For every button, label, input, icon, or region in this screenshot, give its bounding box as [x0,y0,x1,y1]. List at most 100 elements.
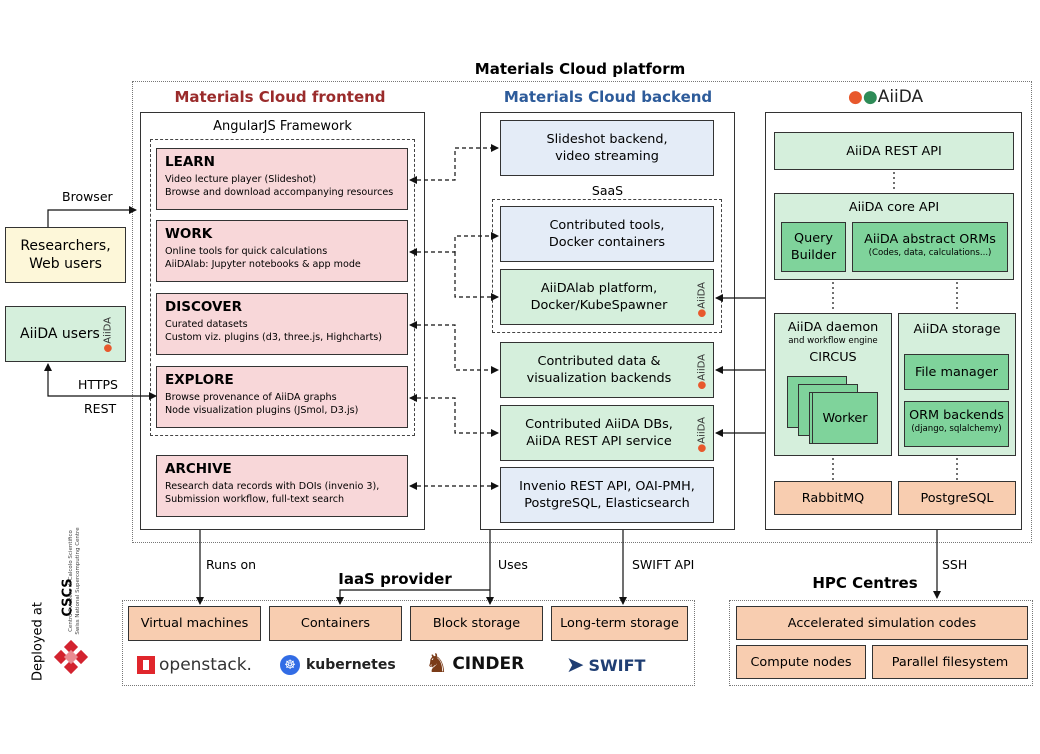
learn-line-2: Browse and download accompanying resourc… [165,187,394,198]
file-manager-label: File manager [915,364,998,380]
block-storage-label: Block storage [432,616,521,631]
saas-label: SaaS [591,183,624,198]
discover-data-link [409,321,499,374]
contributed-data-label: Contributed data & visualization backend… [526,354,672,386]
iaas-title: IaaS provider [338,570,452,588]
work-section[interactable]: WORK Online tools for quick calculations… [156,220,408,282]
swift-api-label: SWIFT API [632,557,695,572]
compute-nodes-box[interactable]: Compute nodes [736,645,866,679]
aiida-logo-text: AiiDA [877,87,924,107]
openstack-icon [137,656,155,674]
https-arrow [44,363,157,400]
learn-slideshot-link [409,144,499,184]
slideshot-box[interactable]: Slideshot backend, video streaming [500,120,714,176]
aiida-logo-icon: ● [848,87,863,107]
circus-label: CIRCUS [809,350,857,365]
containers-label: Containers [300,616,371,631]
slideshot-label: Slideshot backend, video streaming [546,132,668,164]
work-line-2: AiiDAlab: Jupyter notebooks & app mode [165,259,361,270]
platform-container [132,81,1032,543]
archive-section[interactable]: ARCHIVE Research data records with DOIs … [156,455,408,517]
uses-arrow-containers [336,589,490,605]
framework-label: AngularJS Framework [213,119,352,134]
aiida-logo: ●●AiiDA [848,87,924,107]
explore-line-1: Browse provenance of AiiDA graphs [165,392,337,403]
contributed-dbs-box[interactable]: Contributed AiiDA DBs, AiiDA REST API se… [500,405,714,461]
archive-line-1: Research data records with DOIs (invenio… [165,481,380,492]
uses-label: Uses [498,557,528,572]
aiida-storage-label: AiiDA storage [913,322,1001,337]
virtual-machines-label: Virtual machines [140,616,249,631]
filesystem-box[interactable]: Parallel filesystem [872,645,1028,679]
openstack-logo: openstack. [137,652,262,678]
researchers-box[interactable]: Researchers, Web users [5,227,126,283]
file-manager-box[interactable]: File manager [904,354,1009,390]
hpc-container [729,600,1033,686]
contributed-tools-label: Contributed tools, Docker containers [548,218,666,250]
explore-line-2: Node visualization plugins (JSmol, D3.js… [165,405,359,416]
ssh-label: SSH [942,557,968,572]
rabbitmq-box[interactable]: RabbitMQ [774,481,892,515]
aiida-users-label: AiiDA users [20,326,100,342]
aiida-rest-api-label: AiiDA REST API [846,143,942,159]
abstract-orms-sub: (Codes, data, calculations...) [868,248,992,258]
kubernetes-text: kubernetes [306,657,396,673]
invenio-box[interactable]: Invenio REST API, OAI-PMH, PostgreSQL, E… [500,467,714,523]
hpc-title: HPC Centres [812,574,918,592]
researchers-label: Researchers, Web users [20,238,111,272]
explore-dbs-link [409,394,499,437]
learn-line-1: Video lecture player (Slideshot) [165,174,317,185]
work-title: WORK [165,226,213,242]
containers-box[interactable]: Containers [269,606,402,641]
iaas-container [122,600,695,686]
abstract-orms-box[interactable]: AiiDA abstract ORMs (Codes, data, calcul… [852,222,1008,272]
platform-title: Materials Cloud platform [474,60,686,78]
rest-label: REST [84,401,117,416]
accelerated-box[interactable]: Accelerated simulation codes [736,606,1028,640]
aiida-core-api-label: AiiDA core API [848,200,940,215]
cscs-logo-icon [52,639,92,680]
invenio-label: Invenio REST API, OAI-PMH, PostgreSQL, E… [519,479,695,511]
accelerated-label: Accelerated simulation codes [787,615,977,631]
worker-label: Worker [822,410,868,426]
worker-box[interactable]: Worker [812,392,878,444]
work-aiidalab-link [454,252,499,301]
saas-box [492,199,722,333]
long-term-storage-label: Long-term storage [560,616,679,631]
learn-section[interactable]: LEARN Video lecture player (Slideshot) B… [156,148,408,210]
discover-line-1: Curated datasets [165,319,248,330]
postgresql-label: PostgreSQL [920,490,994,506]
rabbitmq-label: RabbitMQ [801,490,865,506]
kubernetes-logo: ☸ kubernetes [280,652,400,678]
cinder-logo: ♞ CINDER [425,648,535,680]
explore-section[interactable]: EXPLORE Browse provenance of AiiDA graph… [156,366,408,428]
framework-box [150,139,415,436]
runs-on-label: Runs on [206,557,257,572]
long-term-storage-box[interactable]: Long-term storage [551,606,688,641]
kubernetes-icon: ☸ [280,655,300,675]
aiida-rest-api-box[interactable]: AiiDA REST API [774,132,1014,170]
query-builder-label: Query Builder [790,231,837,263]
aiida-users-box[interactable]: AiiDA users ●AiiDA [5,306,126,362]
archive-title: ARCHIVE [165,461,232,477]
work-tools-link [409,232,499,256]
cinder-text: CINDER [452,654,525,674]
discover-line-2: Custom viz. plugins (d3, three.js, Highc… [165,332,382,343]
contributed-data-box[interactable]: Contributed data & visualization backend… [500,342,714,398]
browser-arrow [47,206,137,227]
filesystem-label: Parallel filesystem [891,654,1009,670]
contributed-tools-box[interactable]: Contributed tools, Docker containers [500,206,714,262]
explore-title: EXPLORE [165,372,234,388]
aiidalab-box[interactable]: AiiDAlab platform, Docker/KubeSpawner [500,269,714,325]
contributed-dbs-label: Contributed AiiDA DBs, AiiDA REST API se… [525,417,673,449]
cinder-icon: ♞ [425,649,449,679]
virtual-machines-box[interactable]: Virtual machines [128,606,261,641]
discover-section[interactable]: DISCOVER Curated datasets Custom viz. pl… [156,293,408,355]
query-builder-box[interactable]: Query Builder [781,222,846,272]
block-storage-box[interactable]: Block storage [410,606,543,641]
postgresql-box[interactable]: PostgreSQL [898,481,1016,515]
orm-backends-box[interactable]: ORM backends (django, sqlalchemy) [904,401,1009,447]
orm-backends-sub: (django, sqlalchemy) [911,424,1002,434]
archive-line-2: Submission workflow, full-text search [165,494,345,505]
